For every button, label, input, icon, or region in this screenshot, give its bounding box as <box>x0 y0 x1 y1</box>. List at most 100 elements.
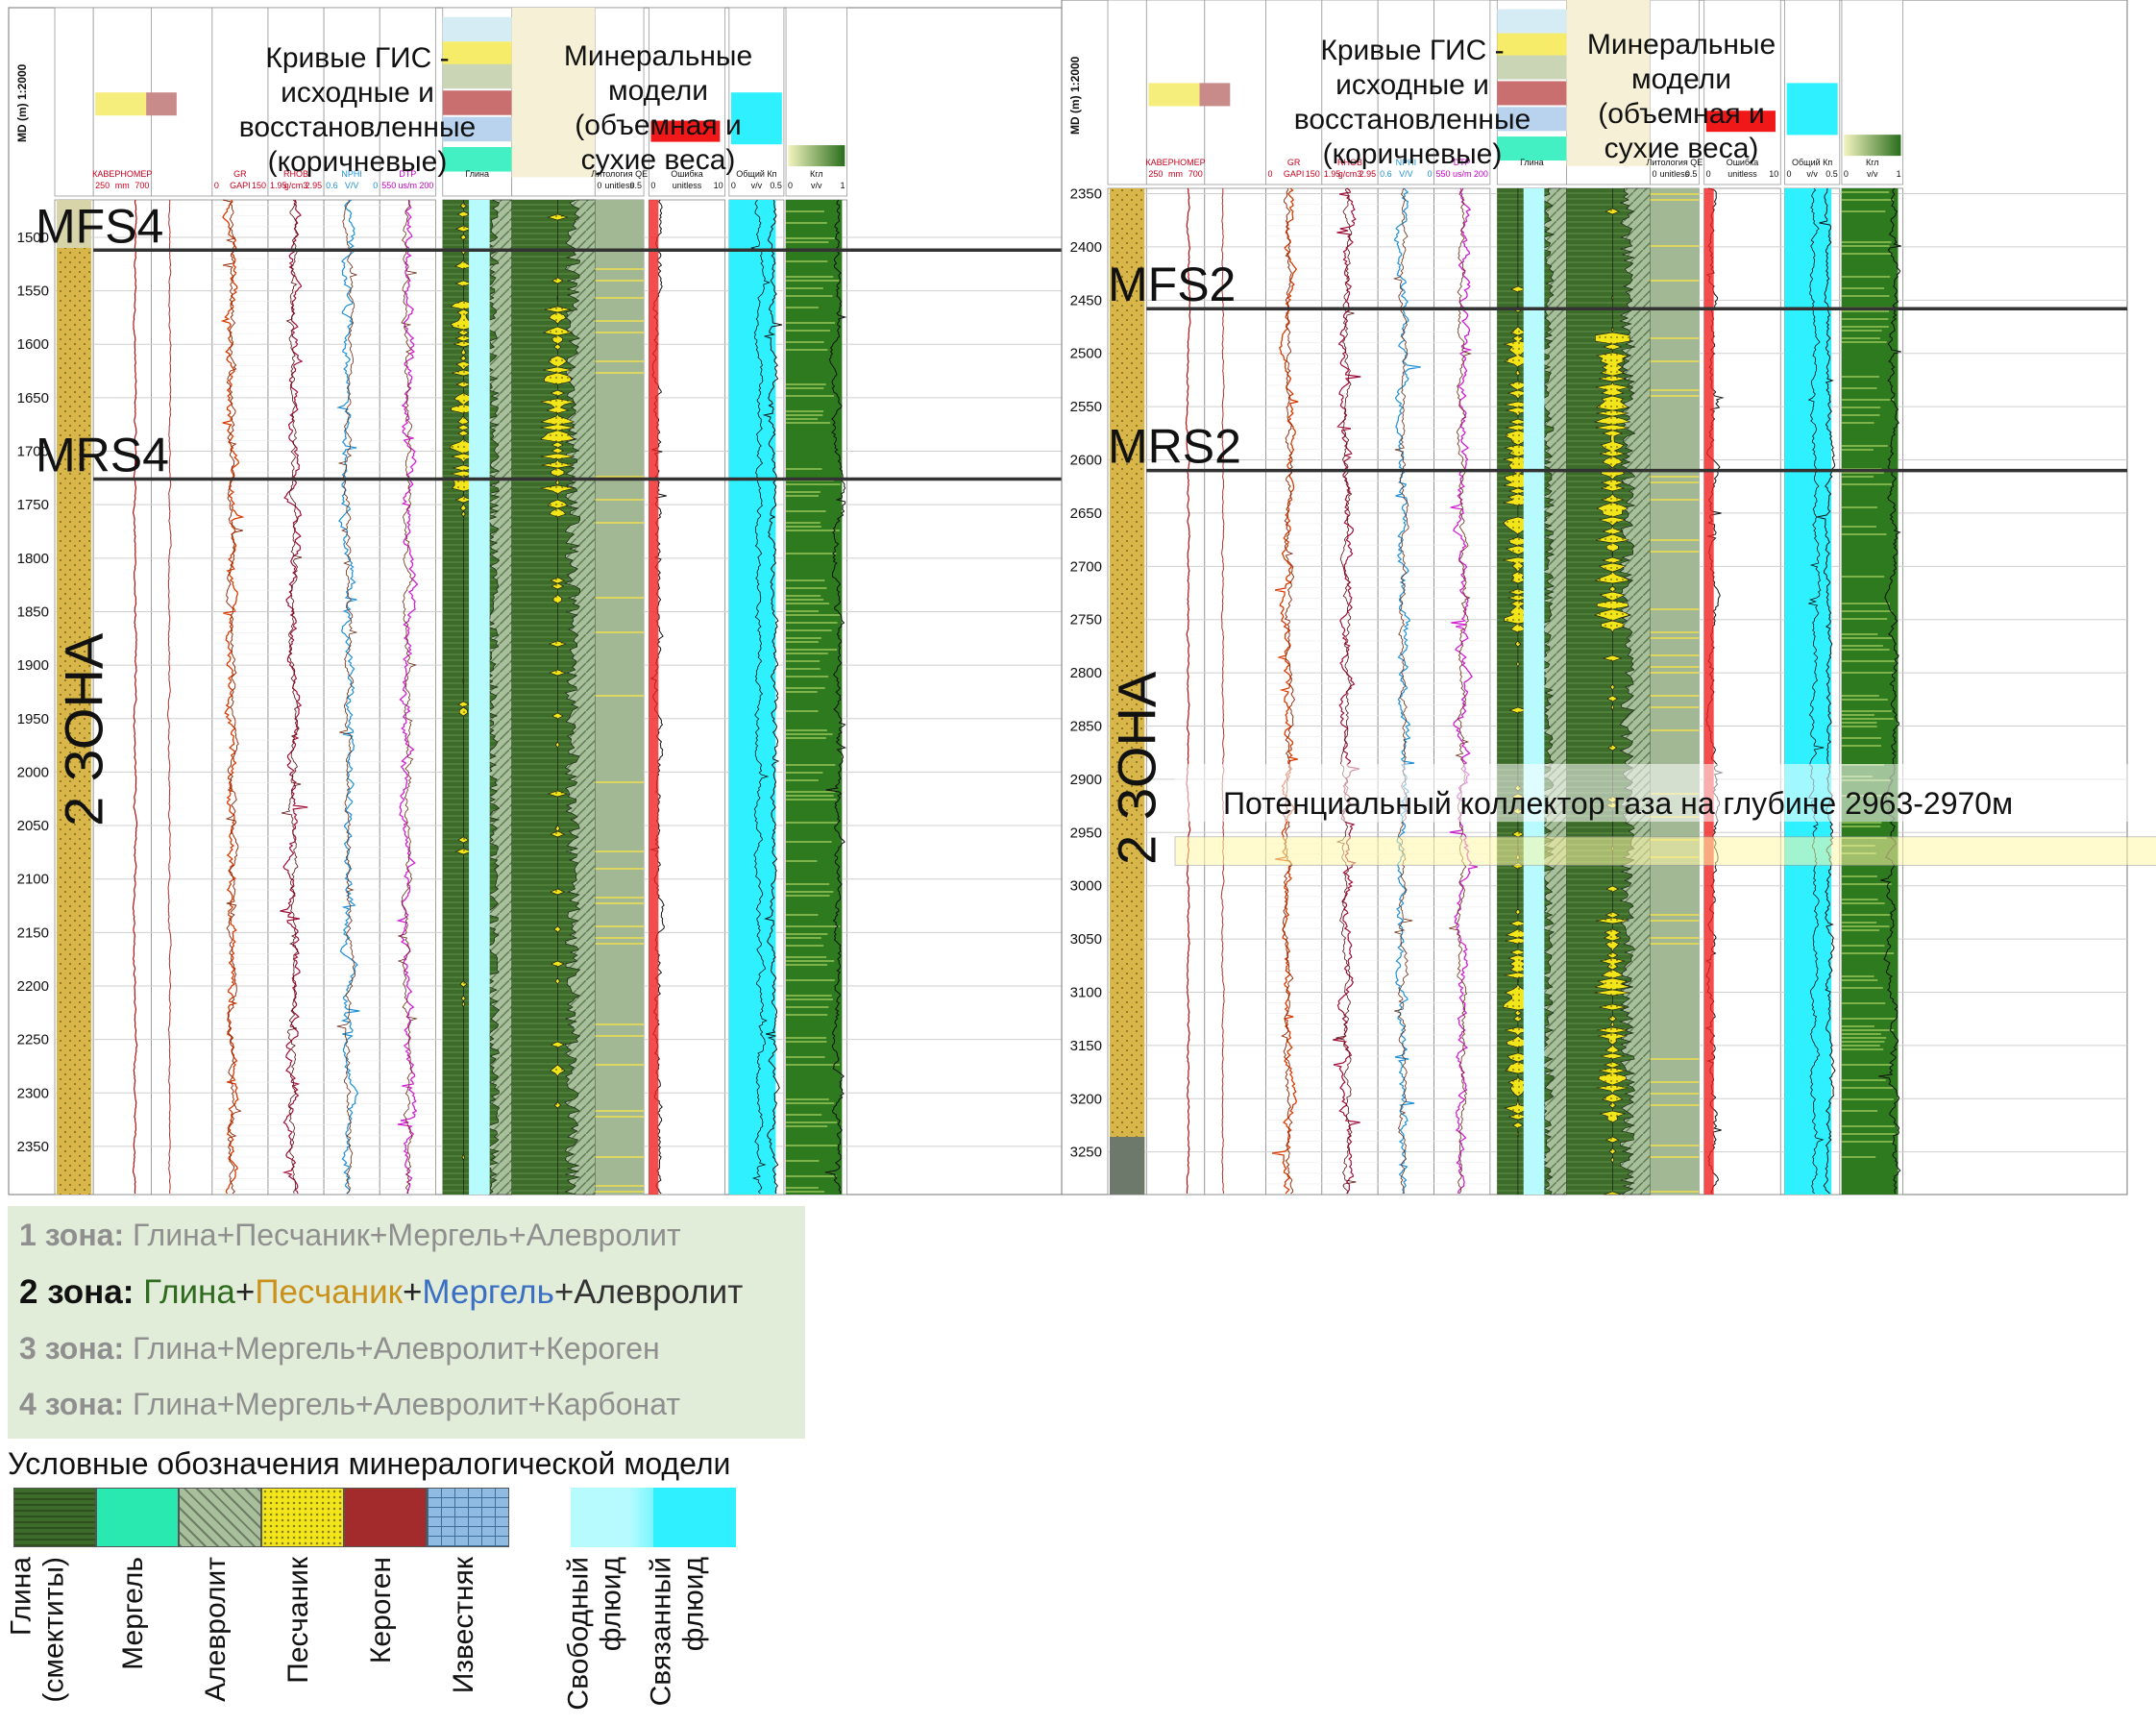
zone-label-right: 2 ЗОНА <box>1107 671 1167 865</box>
track-body-right-5 <box>1377 187 1434 1195</box>
mineral-dry-left-silt <box>564 199 596 1195</box>
caliper2-curve-right <box>1220 188 1225 1194</box>
mineral-header-block-right-3 <box>1497 81 1567 106</box>
depth-tick-left-9: 1950 <box>17 711 49 727</box>
gr-curve-raw-left <box>220 199 245 1195</box>
track-unit-left-7: unitless <box>673 181 702 190</box>
depth-tick-left-8: 1900 <box>17 657 49 674</box>
kgl-curve-right <box>1878 187 1901 1195</box>
nphi-curve-rec-left <box>336 199 358 1195</box>
dry-header-block-left <box>511 8 596 178</box>
title-minerals-line-right-1: модели <box>1631 63 1731 95</box>
zone-2-text: Глина+Песчаник+Мергель+Алевролит <box>143 1273 743 1311</box>
track-title-left-3: NPHI <box>341 169 362 179</box>
track-scale-min-right-3: 0.6 <box>1380 169 1392 179</box>
track-title-right-2: RHOB <box>1337 158 1362 167</box>
track-scale-max-right-9: 1 <box>1897 169 1901 179</box>
depth-tick-right-13: 3000 <box>1070 878 1102 895</box>
track-unit-right-0: mm <box>1168 169 1183 179</box>
porosity-bound-fill-right <box>1784 188 1832 1195</box>
eff-porosity-curve-left <box>750 199 772 1195</box>
track-scale-max-right-7: 10 <box>1769 169 1778 179</box>
track-title-left-2: RHOB <box>283 169 308 179</box>
annotation-band-right <box>1174 836 2156 866</box>
track-unit-left-2: g/cm3 <box>284 181 308 190</box>
depth-tick-left-2: 1600 <box>17 336 49 353</box>
zone-2-label: 2 зона: <box>19 1273 135 1311</box>
depth-tick-right-9: 2800 <box>1070 665 1102 681</box>
title-logs-line-right-0: Кривые ГИС - <box>1320 35 1504 66</box>
depth-tick-left-0: 1500 <box>17 230 49 246</box>
kgl-fill-right <box>1841 188 1899 1195</box>
depth-tick-left-16: 2300 <box>17 1085 49 1101</box>
depth-tick-right-5: 2600 <box>1070 453 1102 469</box>
track-header-left-4 <box>267 7 325 197</box>
caliper-curve-left <box>132 199 138 1195</box>
depth-tick-right-7: 2700 <box>1070 558 1102 575</box>
error-header-red-right <box>1705 111 1776 133</box>
zone-3-text: Глина+Мергель+Алевролит+Кероген <box>133 1331 660 1366</box>
track-scale-max-left-4: 200 <box>419 181 433 190</box>
track-scale-max-left-2: 2.95 <box>306 181 323 190</box>
cal-header-pink-left <box>146 92 177 116</box>
legend-swatch-0 <box>13 1488 96 1547</box>
track-title-right-7: Ошибка <box>1727 158 1759 167</box>
depth-tick-left-11: 2050 <box>17 818 49 834</box>
track-scale-max-right-2: 2.95 <box>1360 169 1377 179</box>
track-scale-max-right-1: 150 <box>1306 169 1320 179</box>
track-unit-left-8: v/v <box>751 181 763 190</box>
track-unit-right-8: v/v <box>1806 169 1818 179</box>
depth-tick-left-13: 2150 <box>17 924 49 941</box>
zone-3-line: 3 зона: Глина+Мергель+Алевролит+Кероген <box>19 1331 660 1367</box>
zone-4-label: 4 зона: <box>19 1387 125 1421</box>
track-body-left-2 <box>151 199 213 1195</box>
dtp-curve-raw-left <box>396 199 419 1195</box>
track-title-right-8: Общий Кп <box>1792 158 1832 167</box>
depth-tick-right-16: 3150 <box>1070 1038 1102 1054</box>
legend-swatch-4 <box>344 1488 427 1547</box>
legend-label-4: Кероген <box>365 1557 397 1664</box>
track-title-left-7: Ошибка <box>671 169 703 179</box>
track-header-left-0 <box>54 7 94 197</box>
track-unit-left-6: unitless <box>604 181 634 190</box>
title-logs-line-left-2: восстановленные <box>239 111 476 143</box>
legend-title: Условные обозначения минералогической мо… <box>8 1446 731 1481</box>
zone-2-part-1: + <box>234 1273 256 1311</box>
track-header-right-6 <box>1433 0 1491 185</box>
track-scale-min-left-7: 0 <box>650 181 655 190</box>
mineral-volumetric-left-free-fluid <box>469 200 490 1195</box>
title-logs-line-left-3: (коричневые) <box>268 146 448 178</box>
track-header-left-12 <box>785 7 847 197</box>
depth-tick-left-15: 2250 <box>17 1032 49 1048</box>
legend-label-7: Связанный флюид <box>645 1557 710 1707</box>
bound-fluid-header-right <box>1786 83 1838 136</box>
track-title-left-8: Общий Кп <box>736 169 776 179</box>
zone-1-text: Глина+Песчаник+Мергель+Алевролит <box>133 1218 681 1252</box>
mineral-header-block-left-1 <box>442 41 512 66</box>
track-unit-right-1: GAPI <box>1284 169 1305 179</box>
track-header-right-10 <box>1703 0 1781 185</box>
porosity-curve-left <box>762 199 783 1195</box>
track-scale-max-left-7: 10 <box>714 181 723 190</box>
depth-tick-left-12: 2100 <box>17 872 49 888</box>
track-scale-min-left-3: 0.6 <box>326 181 338 190</box>
depth-tick-left-10: 2000 <box>17 764 49 780</box>
dtp-curve-raw-right <box>1449 187 1478 1195</box>
track-unit-right-3: V/V <box>1399 169 1413 179</box>
track-scale-min-right-6: 0 <box>1652 169 1656 179</box>
track-header-left-3 <box>211 7 269 197</box>
track-body-left-10 <box>648 199 726 1195</box>
zone-strip-top-left <box>57 200 92 248</box>
title-logs-line-left-0: Кривые ГИС - <box>265 42 449 74</box>
track-unit-right-7: unitless <box>1727 169 1757 179</box>
mineral-dry-left-sand <box>540 200 576 1195</box>
mineral-header-block-left-5 <box>442 147 512 172</box>
marker-label-right-1: MRS2 <box>1108 420 1241 474</box>
legend-label-6: Свободный флюид <box>562 1557 627 1711</box>
title-minerals-line-left-2: (объемная и <box>575 110 742 141</box>
gr-curve-raw-right <box>1271 187 1299 1195</box>
zone-description-panel: 1 зона: Глина+Песчаник+Мергель+Алевролит… <box>8 1206 805 1439</box>
track-body-right-4 <box>1321 187 1379 1195</box>
